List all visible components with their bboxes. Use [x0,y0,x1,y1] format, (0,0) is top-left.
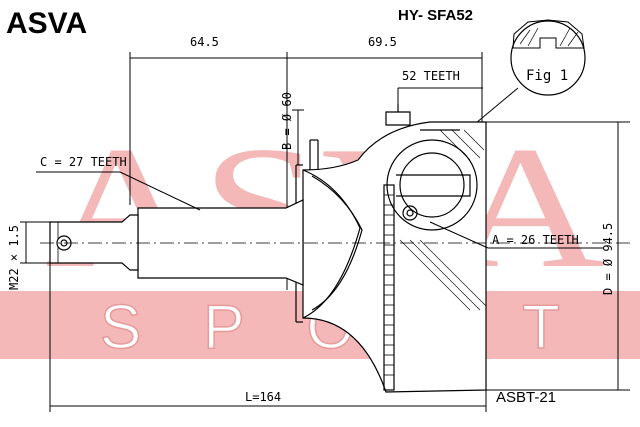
fig1-callout [469,19,586,129]
outer-race-housing [295,104,487,393]
label-diameter-d: D = Ø 94.5 [601,223,615,295]
catalog-code: ASBT-21 [496,389,556,406]
label-thread: M22 × 1.5 [7,225,21,290]
dim-inner-length: 64.5 [190,35,219,49]
part-number: HY- SFA52 [398,7,473,24]
shaft [49,199,304,286]
figure-label: Fig 1 [526,68,568,84]
dim-b-diameter [292,109,304,165]
brand-logo: ASVA [6,7,87,40]
dim-d-diameter [486,121,630,391]
label-spline-a: A = 26 TEETH [492,233,579,247]
label-abs-teeth: 52 TEETH [402,69,460,83]
label-diameter-b: B = Ø 60 [280,92,294,150]
thread-dim [20,221,50,264]
dim-outer-length: 69.5 [368,35,397,49]
label-total-length: L=164 [245,390,281,404]
label-spline-c: C = 27 TEETH [40,155,127,169]
spline-a-leader [429,221,604,249]
dim-total-length [49,263,487,412]
spline-c-leader [36,171,201,211]
abs-teeth-leader [397,87,483,110]
